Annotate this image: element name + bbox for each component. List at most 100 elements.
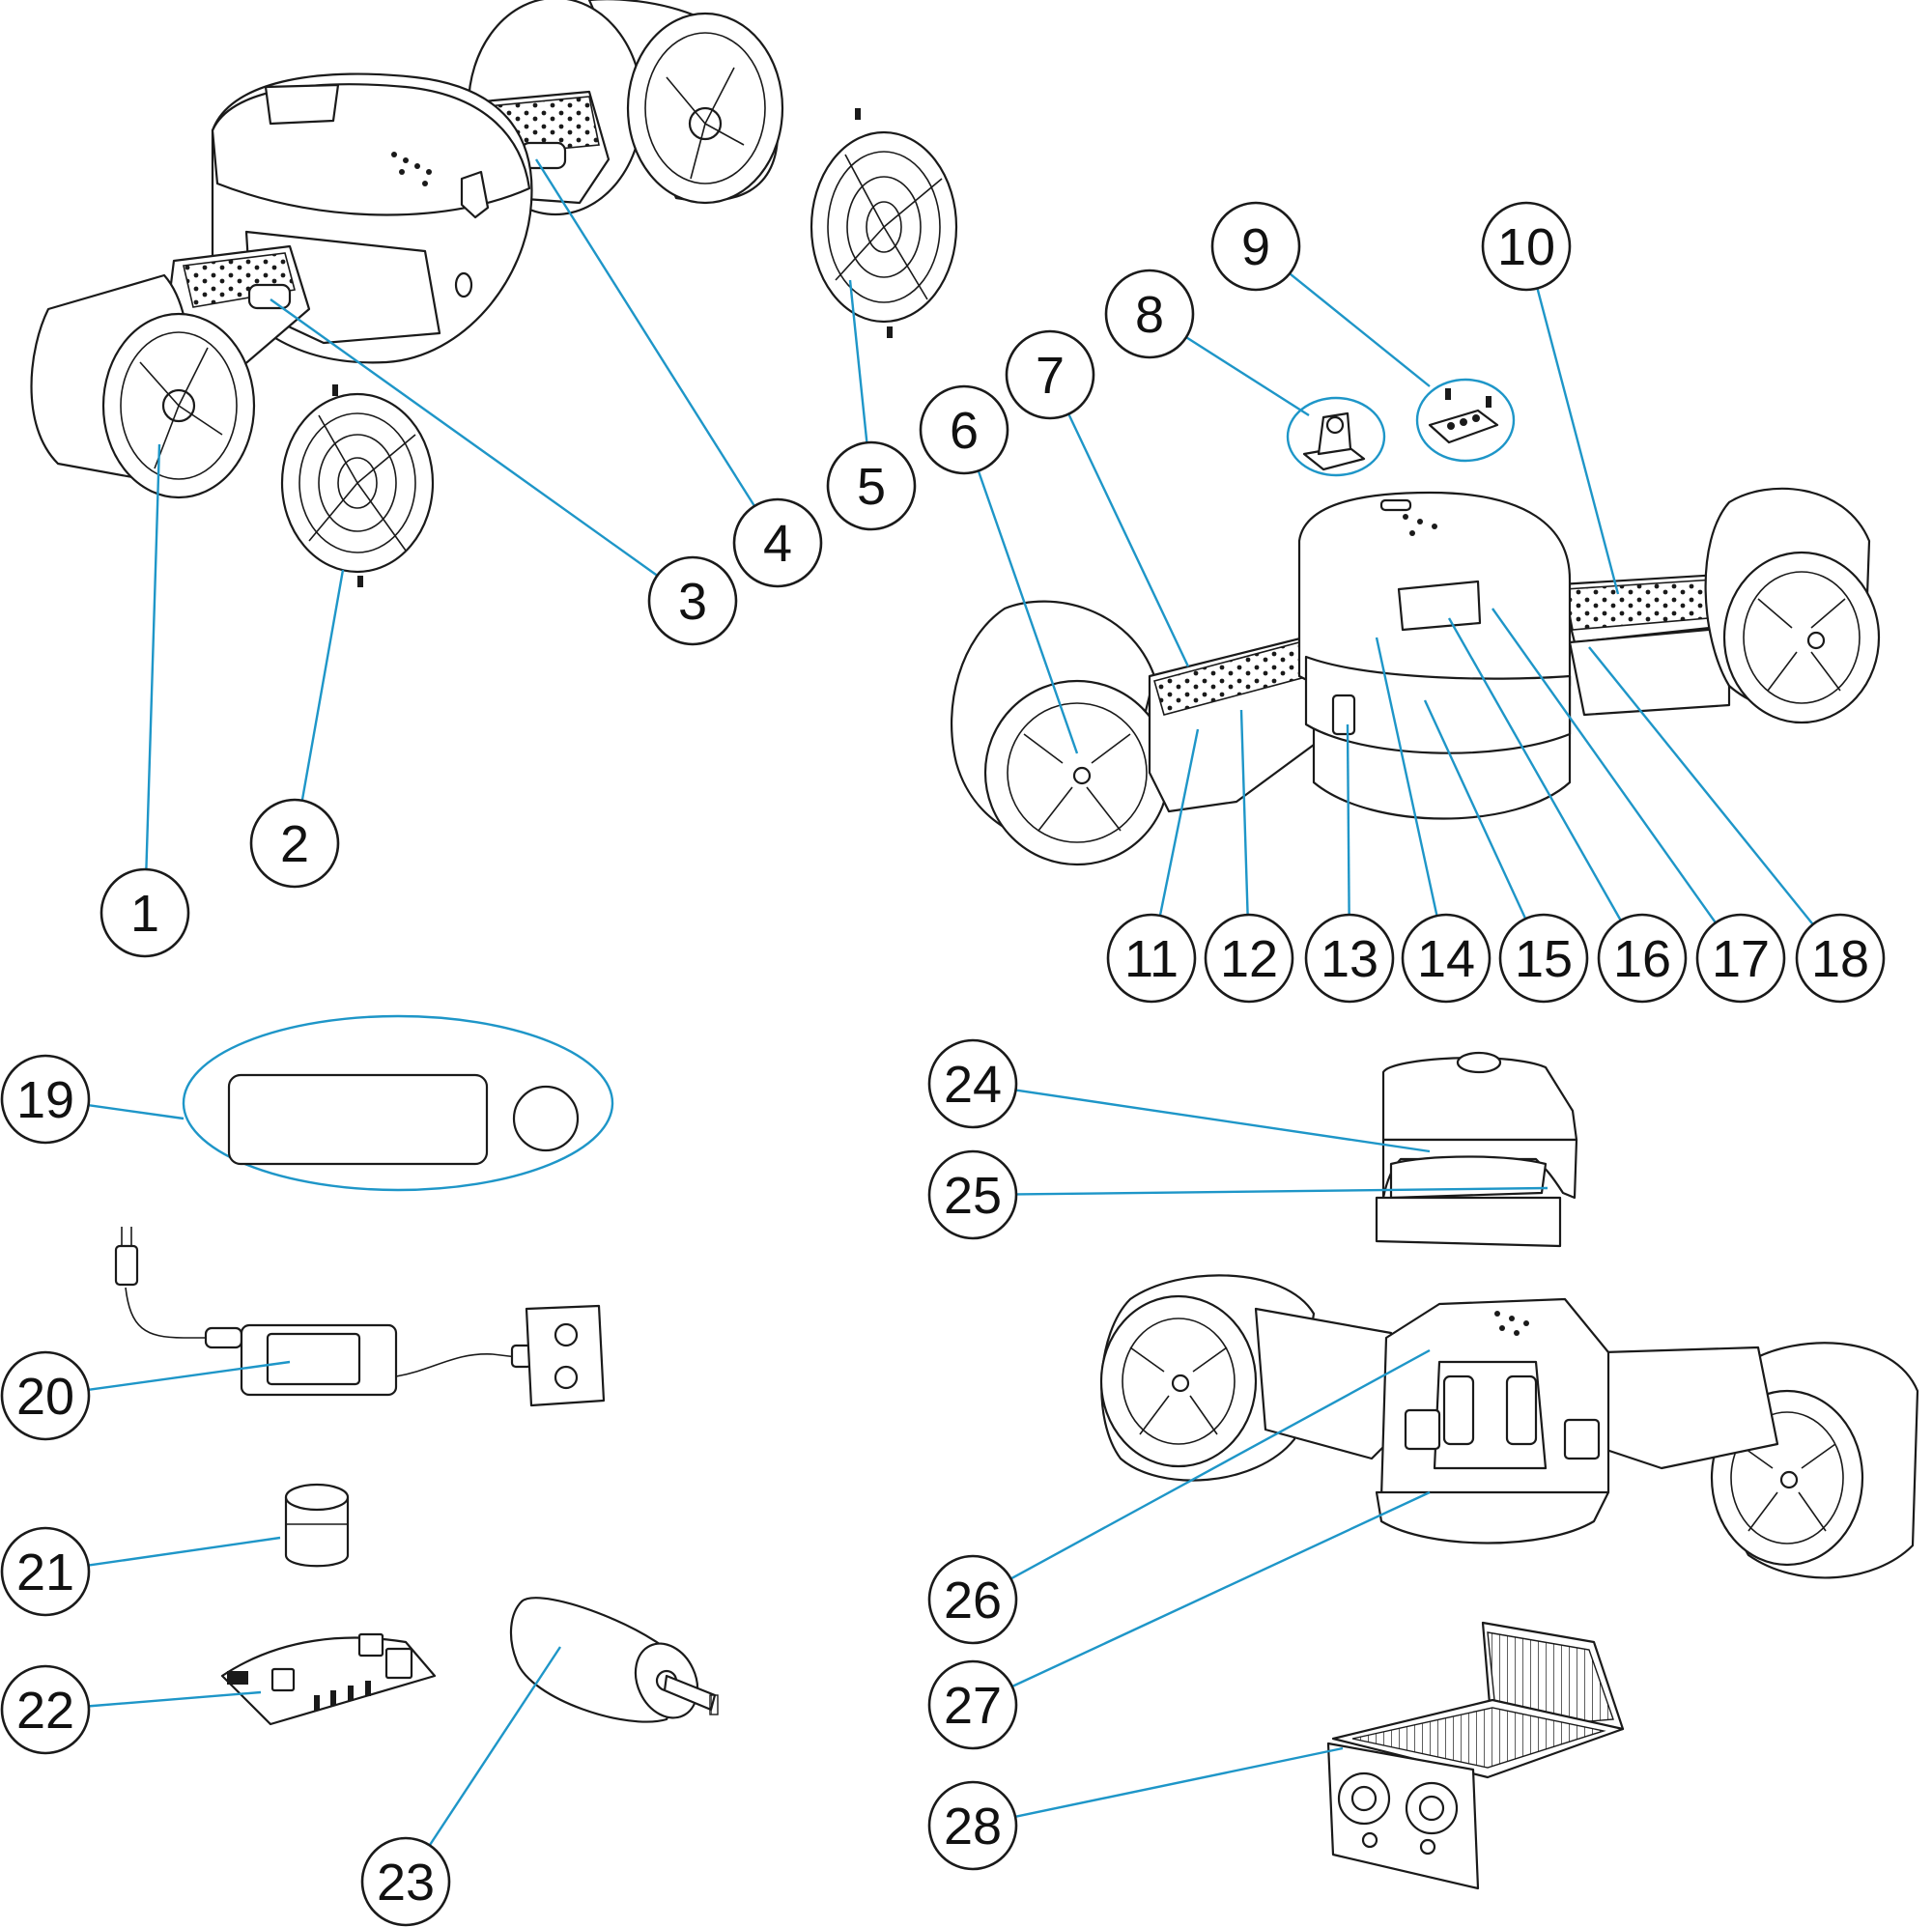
callout-circle: [1695, 913, 1786, 1004]
callout-4: 4: [732, 497, 823, 588]
callout-7: 7: [1005, 329, 1095, 420]
callout-circle: [1795, 913, 1886, 1004]
callout-circle: [1204, 913, 1294, 1004]
callout-number: 13: [1321, 930, 1378, 988]
callout-number: 11: [1124, 930, 1179, 988]
cap: [284, 1483, 350, 1568]
callout-14: 14: [1401, 913, 1492, 1004]
display-label-panel: [182, 1014, 614, 1192]
callout-number: 15: [1515, 930, 1573, 988]
leader-line-24: [1015, 1089, 1431, 1153]
callout-circle: [927, 1554, 1018, 1645]
callout-number: 26: [944, 1572, 1002, 1629]
callout-number: 28: [944, 1798, 1002, 1856]
callout-circle: [927, 1659, 1018, 1750]
leader-line-19: [88, 1104, 185, 1120]
callout-circle: [1498, 913, 1589, 1004]
callout-circle: [647, 555, 738, 646]
leader-line-23: [428, 1646, 562, 1847]
callout-number: 1: [130, 885, 159, 943]
callout-circle: [0, 1526, 91, 1617]
leader-line-8: [1185, 336, 1310, 417]
mount-plate: [1415, 378, 1516, 463]
callout-number: 22: [16, 1682, 74, 1740]
callout-5: 5: [826, 440, 917, 531]
control-board: [220, 1632, 437, 1726]
callout-circle: [732, 497, 823, 588]
leader-line-10: [1536, 288, 1620, 595]
leader-line-7: [1067, 413, 1190, 667]
callout-16: 16: [1597, 913, 1688, 1004]
scooter-assembly-top-left: [30, 0, 958, 587]
leader-line-13: [1346, 723, 1350, 916]
leader-line-3: [270, 298, 659, 577]
callout-10: 10: [1481, 201, 1572, 292]
callout-21: 21: [0, 1526, 91, 1617]
callout-number: 20: [16, 1368, 74, 1426]
battery-cover: [1375, 1051, 1578, 1248]
callout-number: 19: [16, 1071, 74, 1129]
callout-circle: [919, 384, 1009, 475]
callout-circle: [360, 1836, 451, 1927]
callout-circle: [0, 1350, 91, 1441]
leader-line-11: [1158, 728, 1200, 917]
callout-19: 19: [0, 1054, 91, 1145]
leader-line-28: [1014, 1746, 1344, 1818]
callout-2: 2: [249, 798, 340, 889]
callout-circle: [1401, 913, 1492, 1004]
callout-20: 20: [0, 1350, 91, 1441]
callout-circle: [0, 1664, 91, 1755]
leader-line-4: [534, 158, 756, 507]
callout-12: 12: [1204, 913, 1294, 1004]
leader-line-1: [145, 443, 161, 870]
leader-line-17: [1492, 608, 1717, 924]
callout-number: 5: [857, 458, 886, 516]
callout-circle: [1481, 201, 1572, 292]
leader-line-14: [1375, 637, 1438, 917]
callout-1: 1: [99, 867, 190, 958]
leader-line-20: [88, 1360, 291, 1392]
callout-number: 16: [1613, 930, 1671, 988]
callout-3: 3: [647, 555, 738, 646]
callout-circle: [927, 1780, 1018, 1871]
leader-line-5: [848, 279, 868, 443]
leader-line-16: [1447, 617, 1622, 921]
thruster-front-left: [30, 273, 256, 499]
callout-9: 9: [1210, 201, 1301, 292]
callout-number: 3: [678, 573, 707, 631]
callout-number: 27: [944, 1677, 1002, 1735]
callout-circle: [1005, 329, 1095, 420]
main-body: [211, 72, 533, 364]
callout-number: 23: [377, 1854, 435, 1912]
grille-cover-rear: [810, 108, 958, 338]
callout-26: 26: [927, 1554, 1018, 1645]
callout-circle: [927, 1149, 1018, 1240]
main-body-right: [1297, 491, 1572, 820]
callout-number: 24: [944, 1056, 1002, 1114]
callout-23: 23: [360, 1836, 451, 1927]
callout-8: 8: [1104, 269, 1195, 359]
callout-27: 27: [927, 1659, 1018, 1750]
callout-number: 25: [944, 1167, 1002, 1225]
scooter-assembly-open: [1099, 1274, 1919, 1579]
callout-number: 9: [1241, 218, 1270, 276]
callout-circle: [99, 867, 190, 958]
callout-17: 17: [1695, 913, 1786, 1004]
callout-number: 21: [16, 1544, 74, 1601]
callout-number: 8: [1135, 286, 1164, 344]
callout-number: 12: [1220, 930, 1278, 988]
leader-line-2: [300, 569, 345, 801]
callout-6: 6: [919, 384, 1009, 475]
callout-circle: [1304, 913, 1395, 1004]
leader-line-25: [1015, 1186, 1548, 1196]
leader-line-26: [1009, 1348, 1431, 1580]
callout-circle: [1597, 913, 1688, 1004]
leader-lines: [88, 158, 1814, 1847]
callout-circle: [927, 1038, 1018, 1129]
callout-22: 22: [0, 1664, 91, 1755]
callout-13: 13: [1304, 913, 1395, 1004]
callout-number: 4: [763, 515, 792, 573]
callout-number: 17: [1712, 930, 1770, 988]
